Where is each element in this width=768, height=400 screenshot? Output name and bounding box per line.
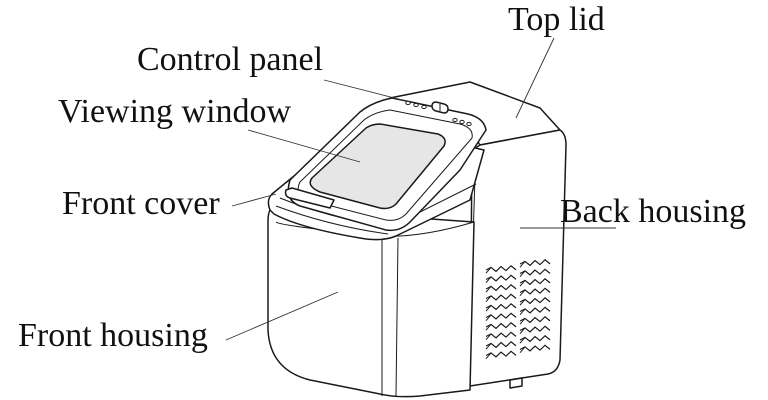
label-control-panel: Control panel bbox=[137, 41, 323, 78]
control-panel bbox=[405, 100, 472, 127]
leader-front-housing bbox=[225, 291, 339, 341]
vent-slot bbox=[519, 268, 551, 278]
label-top-lid: Top lid bbox=[508, 1, 605, 38]
vent-slot bbox=[485, 293, 517, 303]
vent-slot bbox=[485, 284, 517, 293]
leader-control-panel bbox=[323, 79, 411, 103]
viewing-window bbox=[284, 123, 446, 210]
vent-slot bbox=[485, 322, 517, 331]
panel-indicator-2 bbox=[413, 102, 419, 108]
label-viewing-window: Viewing window bbox=[58, 93, 292, 130]
vent-slot bbox=[485, 303, 517, 312]
vent-slot bbox=[485, 331, 517, 341]
vent-slot bbox=[519, 306, 551, 316]
vent-slot bbox=[485, 312, 517, 322]
vent-slot bbox=[519, 297, 551, 306]
vent-slot bbox=[519, 316, 551, 325]
vent-slot bbox=[519, 287, 551, 297]
panel-indicator-5 bbox=[459, 119, 465, 125]
leader-front-cover bbox=[231, 193, 277, 207]
label-front-cover: Front cover bbox=[62, 185, 220, 222]
panel-indicator-3 bbox=[421, 104, 427, 110]
vent-slot bbox=[519, 259, 551, 268]
vent-slot bbox=[485, 341, 517, 350]
vent-slot bbox=[519, 325, 551, 335]
vent-slot bbox=[519, 278, 551, 287]
vent-slot bbox=[519, 335, 551, 344]
panel-indicator-6 bbox=[466, 121, 472, 127]
vent-slot bbox=[485, 350, 517, 360]
vent-slot bbox=[485, 265, 517, 274]
vent-slot bbox=[519, 344, 551, 354]
vent-slot bbox=[485, 274, 517, 284]
leader-viewing-window bbox=[247, 129, 361, 163]
vent-grille bbox=[485, 259, 551, 360]
leader-lines bbox=[225, 37, 616, 341]
leader-top-lid bbox=[515, 37, 555, 119]
panel-indicator-4 bbox=[452, 117, 458, 123]
label-back-housing: Back housing bbox=[560, 193, 746, 230]
label-front-housing: Front housing bbox=[18, 317, 208, 354]
